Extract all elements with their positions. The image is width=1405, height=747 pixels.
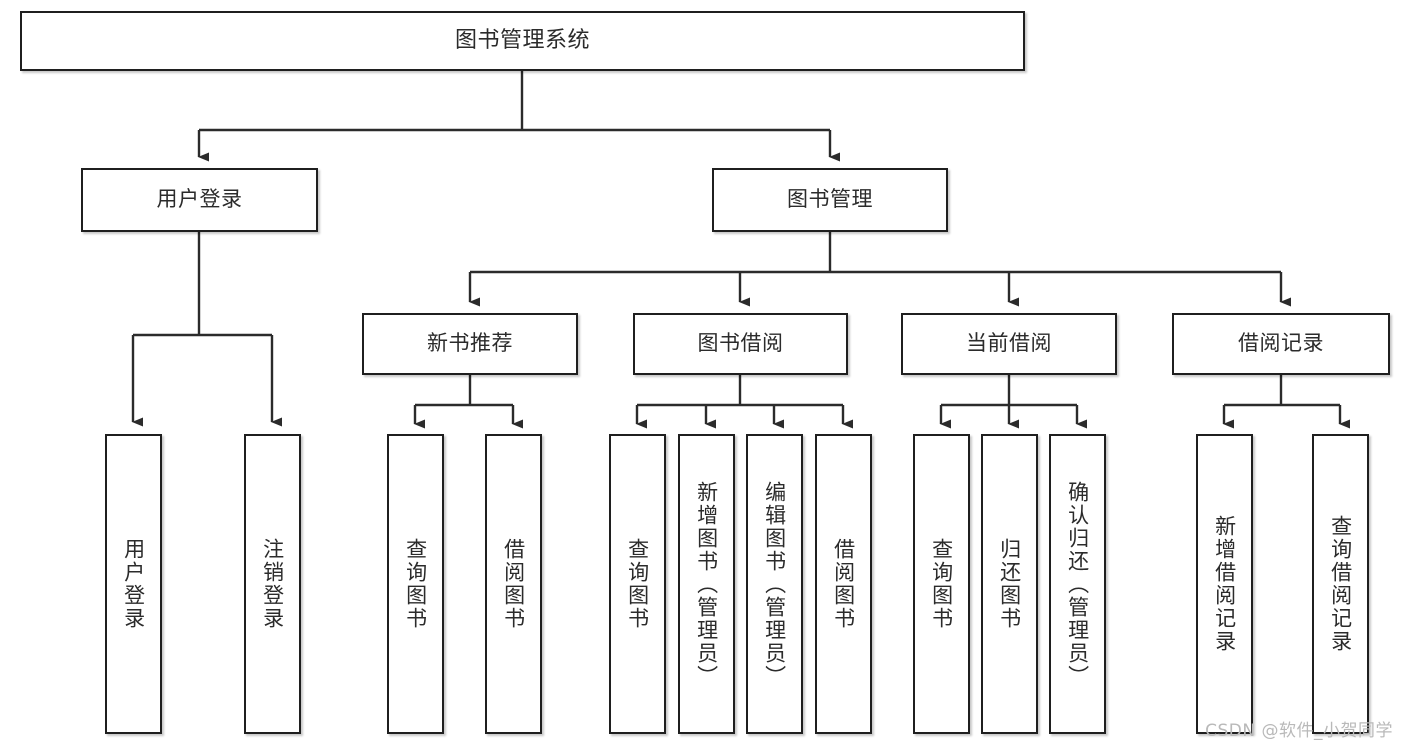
node-label: 借阅图书 [831,538,856,630]
leaf-query-borrow-record[interactable]: 查询借阅记录 [1312,434,1369,734]
node-book-management[interactable]: 图书管理 [712,168,948,232]
leaf-user-login[interactable]: 用户登录 [105,434,162,734]
node-borrow-record[interactable]: 借阅记录 [1172,313,1390,375]
node-new-book-recommend[interactable]: 新书推荐 [362,313,578,375]
node-book-borrow[interactable]: 图书借阅 [633,313,848,375]
node-book-management-system[interactable]: 图书管理系统 [20,11,1025,71]
node-label: 确认归还（管理员） [1065,480,1090,688]
leaf-query-book-current[interactable]: 查询图书 [913,434,970,734]
node-label: 借阅图书 [501,538,526,630]
leaf-query-book-borrow[interactable]: 查询图书 [609,434,666,734]
leaf-add-borrow-record[interactable]: 新增借阅记录 [1196,434,1253,734]
node-label: 查询图书 [929,538,954,630]
node-label: 查询图书 [403,538,428,630]
node-label: 用户登录 [121,538,146,630]
node-label: 新增图书（管理员） [694,480,719,688]
leaf-borrow-book-borrow[interactable]: 借阅图书 [815,434,872,734]
node-label: 图书借阅 [697,331,784,356]
leaf-add-book-admin[interactable]: 新增图书（管理员） [678,434,735,734]
node-label: 编辑图书（管理员） [762,480,787,688]
leaf-return-book[interactable]: 归还图书 [981,434,1038,734]
node-user-login[interactable]: 用户登录 [81,168,318,232]
csdn-watermark: CSDN @软件_小贺同学 [1205,721,1393,741]
leaf-edit-book-admin[interactable]: 编辑图书（管理员） [746,434,803,734]
leaf-borrow-book-recommend[interactable]: 借阅图书 [485,434,542,734]
node-label: 新书推荐 [427,331,513,356]
node-label: 查询借阅记录 [1328,515,1353,653]
node-label: 查询图书 [625,538,650,630]
node-label: 注销登录 [260,538,285,630]
node-label: 图书管理系统 [454,27,590,53]
leaf-logout-login[interactable]: 注销登录 [244,434,301,734]
node-label: 用户登录 [156,187,243,212]
leaf-query-book-recommend[interactable]: 查询图书 [387,434,444,734]
node-label: 当前借阅 [966,331,1052,356]
node-label: 归还图书 [997,538,1022,630]
leaf-confirm-return-admin[interactable]: 确认归还（管理员） [1049,434,1106,734]
node-current-borrow[interactable]: 当前借阅 [901,313,1117,375]
node-label: 新增借阅记录 [1212,515,1237,653]
node-label: 图书管理 [787,187,873,212]
node-label: 借阅记录 [1238,331,1324,356]
